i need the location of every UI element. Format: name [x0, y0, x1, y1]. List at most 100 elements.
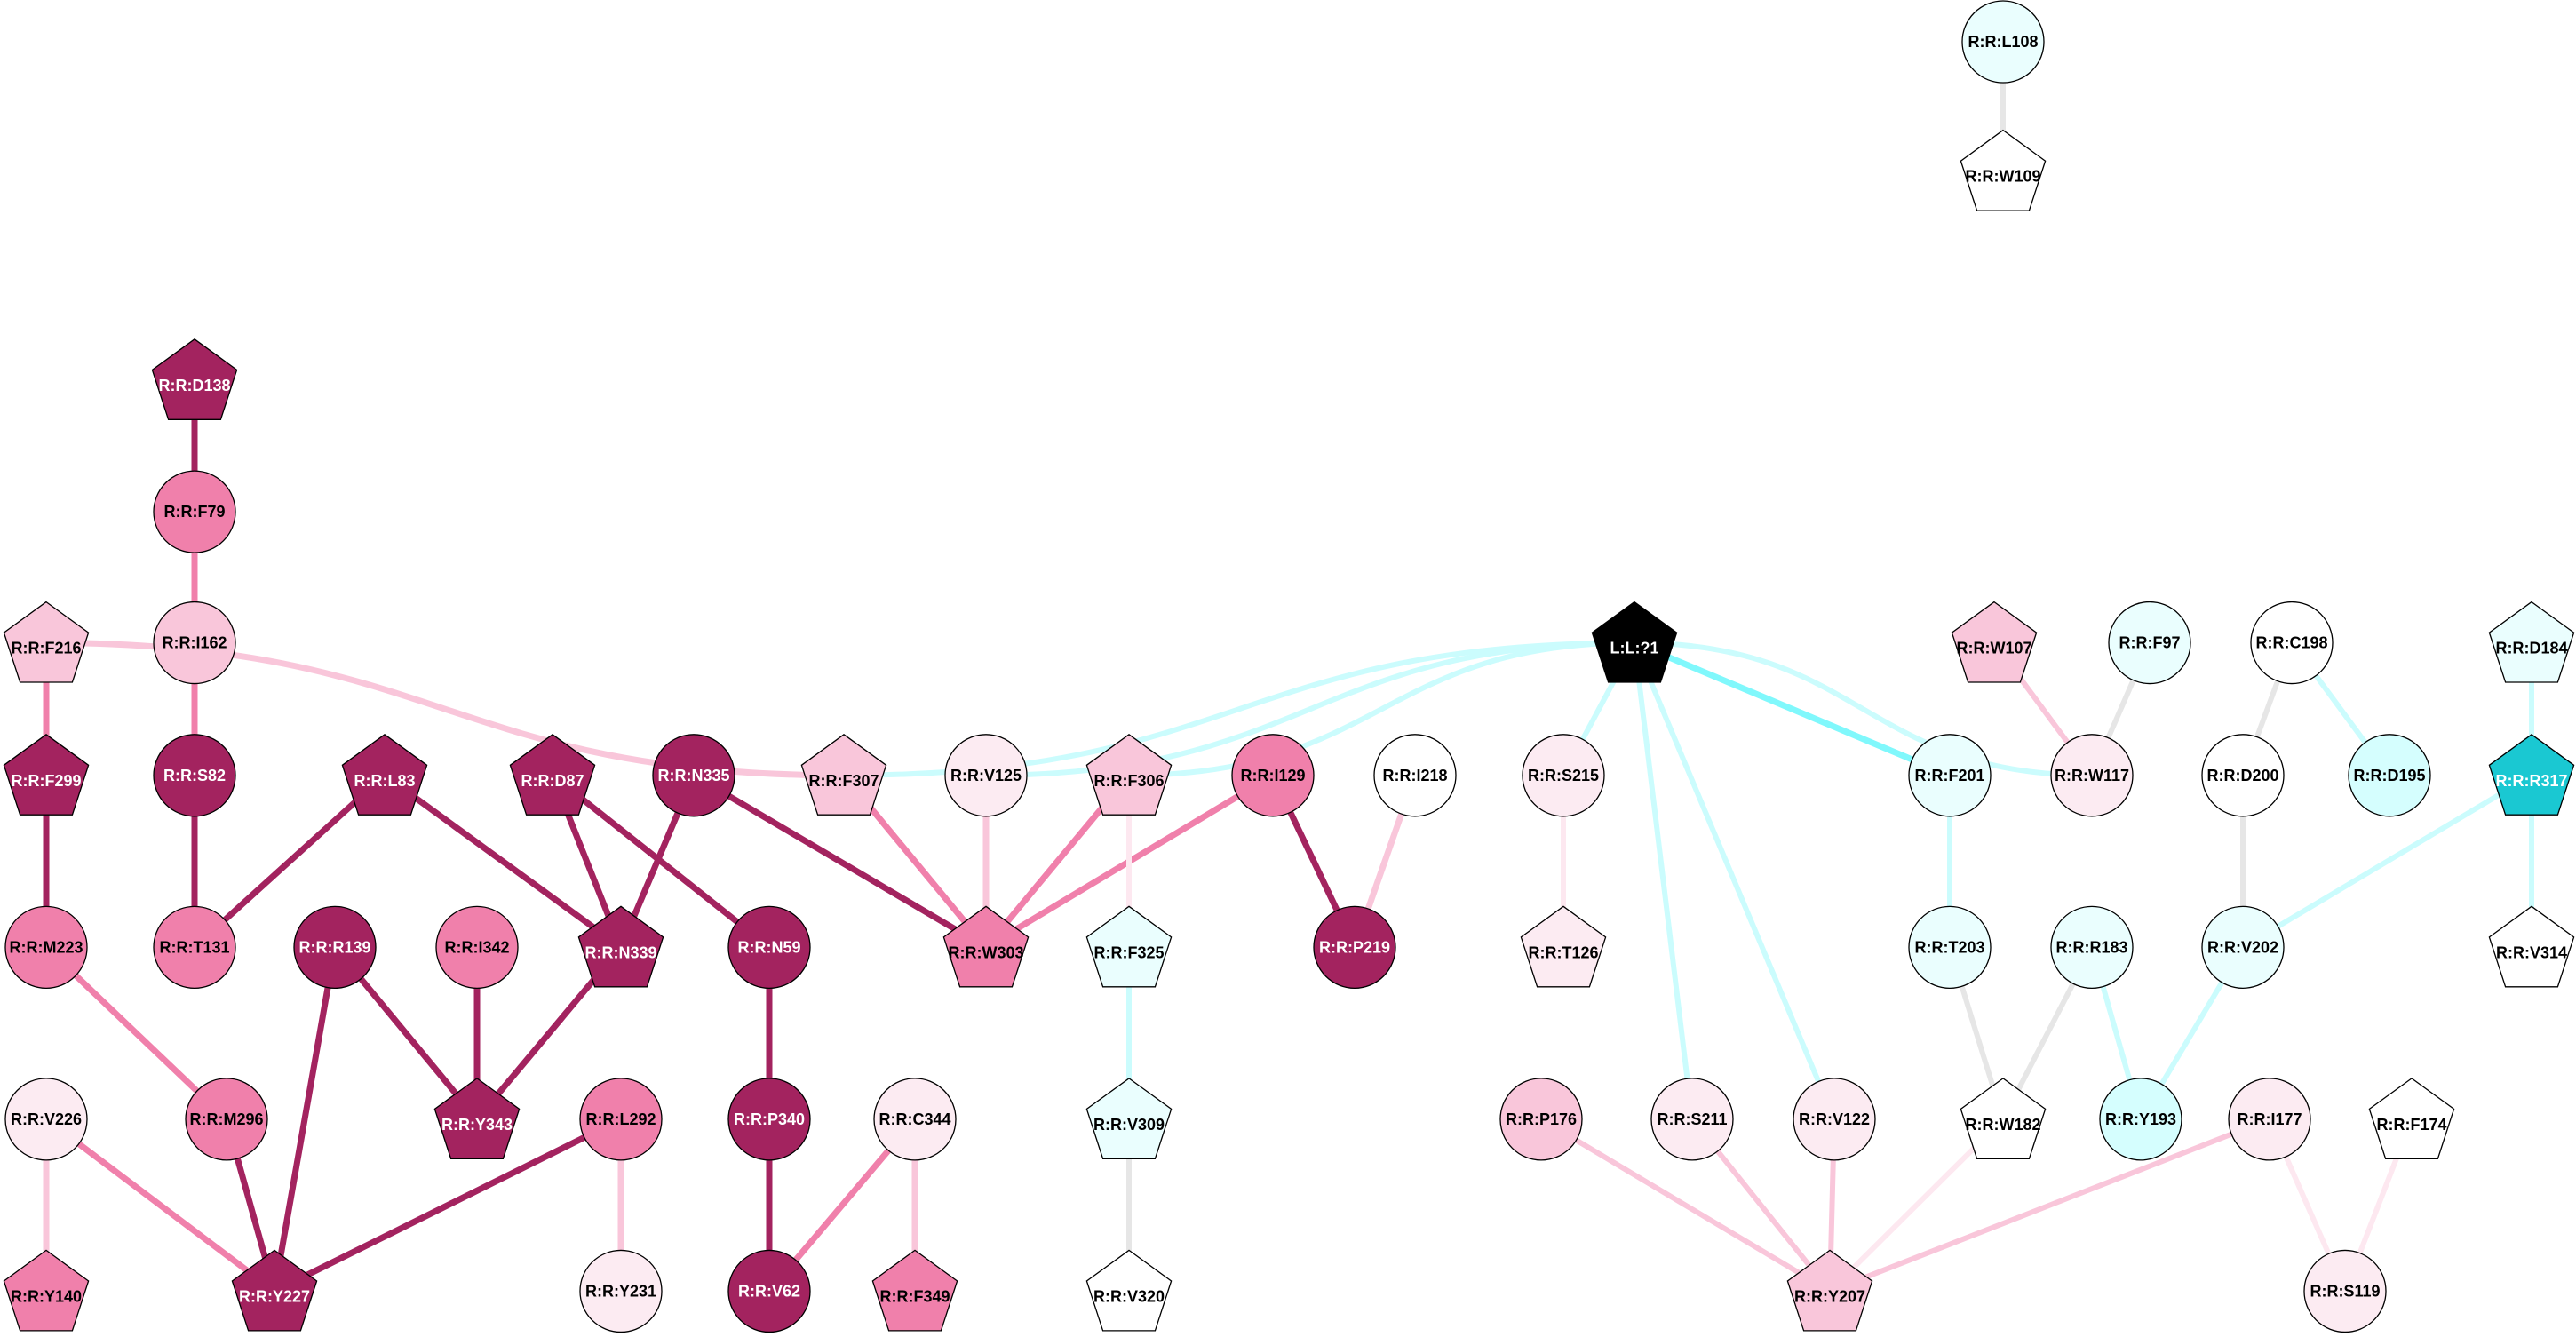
- node-n335[interactable]: R:R:N335: [652, 734, 735, 817]
- node-n59[interactable]: R:R:N59: [727, 905, 811, 989]
- node-m223[interactable]: R:R:M223: [4, 905, 88, 989]
- edge-lig-f201: [1631, 640, 1953, 779]
- node-circle: [2201, 734, 2285, 817]
- node-d184[interactable]: R:R:D184: [2488, 601, 2575, 683]
- node-l108[interactable]: R:R:L108: [1961, 0, 2045, 84]
- node-s215[interactable]: R:R:S215: [1522, 734, 1605, 817]
- node-t203[interactable]: R:R:T203: [1908, 905, 1992, 989]
- node-v314[interactable]: R:R:V314: [2488, 905, 2575, 988]
- node-f299[interactable]: R:R:F299: [3, 733, 90, 816]
- node-label: R:R:P219: [1319, 938, 1390, 956]
- node-c198[interactable]: R:R:C198: [2250, 601, 2334, 685]
- node-circle: [4, 1078, 88, 1161]
- node-pentagon: [341, 733, 428, 816]
- node-s211[interactable]: R:R:S211: [1650, 1078, 1734, 1161]
- node-label: R:R:R139: [298, 938, 370, 956]
- node-label: R:R:W303: [948, 943, 1023, 961]
- node-lig[interactable]: L:L:?1: [1591, 601, 1678, 683]
- node-t131[interactable]: R:R:T131: [153, 905, 236, 989]
- node-s82[interactable]: R:R:S82: [153, 734, 236, 817]
- node-pentagon: [151, 338, 238, 420]
- node-d195[interactable]: R:R:D195: [2348, 734, 2431, 817]
- node-v125[interactable]: R:R:V125: [944, 734, 1028, 817]
- node-v62[interactable]: R:R:V62: [727, 1249, 811, 1333]
- node-circle: [727, 905, 811, 989]
- node-pentagon: [3, 733, 90, 816]
- node-s119[interactable]: R:R:S119: [2303, 1249, 2387, 1333]
- edge-lig-f306: [1126, 640, 1637, 778]
- node-f174[interactable]: R:R:F174: [2368, 1078, 2455, 1159]
- node-y227[interactable]: R:R:Y227: [231, 1249, 318, 1332]
- node-v202[interactable]: R:R:V202: [2201, 905, 2285, 989]
- node-pentagon: [2488, 601, 2575, 683]
- node-d87[interactable]: R:R:D87: [509, 733, 596, 816]
- node-label: R:R:D87: [521, 772, 584, 790]
- node-f201[interactable]: R:R:F201: [1908, 734, 1992, 817]
- node-y193[interactable]: R:R:Y193: [2099, 1078, 2182, 1161]
- node-circle: [1231, 734, 1315, 817]
- node-r139[interactable]: R:R:R139: [293, 905, 377, 989]
- node-i177[interactable]: R:R:I177: [2228, 1078, 2311, 1161]
- node-label: R:R:R317: [2495, 772, 2567, 790]
- node-circle: [944, 734, 1028, 817]
- node-d138[interactable]: R:R:D138: [151, 338, 238, 420]
- node-c344[interactable]: R:R:C344: [873, 1078, 957, 1161]
- node-p176[interactable]: R:R:P176: [1499, 1078, 1583, 1161]
- node-f97[interactable]: R:R:F97: [2108, 601, 2191, 685]
- node-r317[interactable]: R:R:R317: [2488, 733, 2575, 816]
- node-f79[interactable]: R:R:F79: [153, 470, 236, 553]
- node-w303[interactable]: R:R:W303: [942, 905, 1030, 988]
- node-label: R:R:S82: [163, 767, 226, 784]
- node-f325[interactable]: R:R:F325: [1085, 905, 1173, 988]
- node-v122[interactable]: R:R:V122: [1793, 1078, 1876, 1161]
- node-label: R:R:F325: [1093, 943, 1164, 961]
- node-i162[interactable]: R:R:I162: [153, 601, 236, 685]
- node-p340[interactable]: R:R:P340: [727, 1078, 811, 1161]
- node-i342[interactable]: R:R:I342: [435, 905, 519, 989]
- node-label: R:R:D184: [2495, 640, 2567, 657]
- node-pentagon: [800, 733, 887, 816]
- node-i129[interactable]: R:R:I129: [1231, 734, 1315, 817]
- edge-r317-v202: [2240, 772, 2534, 951]
- node-w109[interactable]: R:R:W109: [1960, 129, 2047, 211]
- edge-p176-y207: [1538, 1116, 1833, 1294]
- edge-i177-y207: [1827, 1116, 2272, 1294]
- node-label: R:R:D195: [2353, 767, 2425, 784]
- node-t126[interactable]: R:R:T126: [1520, 905, 1607, 988]
- node-r183[interactable]: R:R:R183: [2050, 905, 2134, 989]
- node-circle: [579, 1249, 663, 1333]
- node-y140[interactable]: R:R:Y140: [3, 1249, 90, 1332]
- node-v309[interactable]: R:R:V309: [1085, 1078, 1173, 1159]
- node-label: L:L:?1: [1610, 640, 1659, 657]
- node-circle: [1650, 1078, 1734, 1161]
- node-m296[interactable]: R:R:M296: [185, 1078, 268, 1161]
- node-y231[interactable]: R:R:Y231: [579, 1249, 663, 1333]
- node-circle: [2099, 1078, 2182, 1161]
- edge-n335-w303: [690, 772, 990, 951]
- node-pentagon: [2488, 733, 2575, 816]
- node-label: R:R:I342: [444, 938, 509, 956]
- node-l83[interactable]: R:R:L83: [341, 733, 428, 816]
- node-d200[interactable]: R:R:D200: [2201, 734, 2285, 817]
- node-l292[interactable]: R:R:L292: [579, 1078, 663, 1161]
- node-w117[interactable]: R:R:W117: [2050, 734, 2134, 817]
- node-p219[interactable]: R:R:P219: [1313, 905, 1396, 989]
- node-n339[interactable]: R:R:N339: [577, 905, 664, 988]
- node-y207[interactable]: R:R:Y207: [1786, 1249, 1873, 1332]
- node-circle: [1373, 734, 1457, 817]
- node-v226[interactable]: R:R:V226: [4, 1078, 88, 1161]
- node-y343[interactable]: R:R:Y343: [433, 1078, 521, 1159]
- node-label: R:R:V226: [11, 1110, 82, 1128]
- node-f307[interactable]: R:R:F307: [800, 733, 887, 816]
- node-v320[interactable]: R:R:V320: [1085, 1249, 1173, 1332]
- node-f349[interactable]: R:R:F349: [871, 1249, 958, 1332]
- node-label: R:R:S211: [1657, 1110, 1727, 1128]
- node-w107[interactable]: R:R:W107: [1951, 601, 2038, 683]
- node-pentagon: [1591, 601, 1678, 683]
- node-label: R:R:L292: [585, 1110, 656, 1128]
- node-i218[interactable]: R:R:I218: [1373, 734, 1457, 817]
- node-f216[interactable]: R:R:F216: [3, 601, 90, 683]
- node-w182[interactable]: R:R:W182: [1960, 1078, 2047, 1159]
- node-circle: [185, 1078, 268, 1161]
- node-f306[interactable]: R:R:F306: [1085, 733, 1173, 816]
